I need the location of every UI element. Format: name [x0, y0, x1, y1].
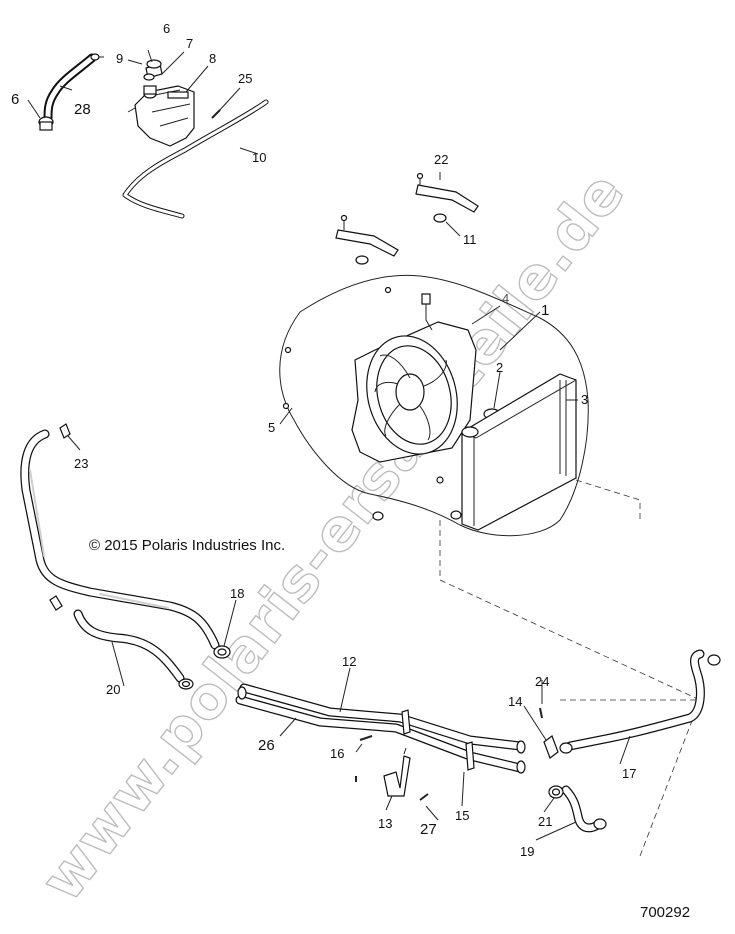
- callout-16: 16: [330, 746, 344, 761]
- callout-11: 11: [463, 232, 477, 247]
- callout-24: 24: [535, 674, 549, 689]
- cooling-fan: [351, 293, 501, 463]
- callout-14: 14: [508, 694, 522, 709]
- callout-12: 12: [342, 654, 356, 669]
- callout-22: 22: [434, 152, 448, 167]
- overflow-tube: [122, 99, 269, 219]
- hose-20: [49, 595, 185, 683]
- callout-13: 13: [378, 816, 392, 831]
- drawing-number: 700292: [640, 904, 690, 921]
- callout-8: 8: [209, 51, 216, 66]
- pipe-clamp-15: [401, 709, 475, 771]
- coolant-reservoir: [127, 59, 195, 147]
- fitting-23: [59, 423, 71, 439]
- fan-shroud-outline: [279, 274, 589, 537]
- mounting-bracket-lower: [335, 214, 399, 265]
- hose-clamp-21: [548, 785, 564, 799]
- callout-19: 19: [520, 844, 534, 859]
- callout-18: 18: [230, 586, 244, 601]
- mounting-bracket-upper: [415, 172, 479, 223]
- screw-16: [359, 735, 373, 741]
- callout-6a: 6: [11, 91, 19, 108]
- hose-19: [561, 785, 607, 833]
- callout-17: 17: [622, 766, 636, 781]
- callout-6b: 6: [163, 21, 170, 36]
- screw-27: [355, 776, 429, 801]
- callout-25: 25: [238, 71, 252, 86]
- callout-labels: 6 6 7 8 9 25 28 10 22 11 4 1 2 3 5 23 18…: [11, 21, 636, 859]
- screw-24: [539, 707, 543, 719]
- callout-3: 3: [581, 392, 588, 407]
- guide-lines: [439, 479, 701, 857]
- callout-20: 20: [106, 682, 120, 697]
- callout-1: 1: [541, 302, 549, 319]
- radiator: [450, 373, 577, 531]
- leader-lines: [27, 49, 631, 841]
- callout-23: 23: [74, 456, 88, 471]
- callout-9: 9: [116, 51, 123, 66]
- callout-10: 10: [252, 150, 266, 165]
- callout-28: 28: [74, 101, 91, 118]
- callout-27: 27: [420, 821, 437, 838]
- pipe-bracket-13: [383, 747, 411, 797]
- callout-21: 21: [538, 814, 552, 829]
- callout-7: 7: [186, 36, 193, 51]
- coolant-pipes: [235, 683, 526, 774]
- copyright-text: © 2015 Polaris Industries Inc.: [89, 537, 285, 554]
- callout-4: 4: [502, 291, 509, 306]
- hose-clamp-18: [178, 645, 231, 690]
- hose-upper-left: [20, 429, 220, 650]
- callout-15: 15: [455, 808, 469, 823]
- callout-26: 26: [258, 737, 275, 754]
- hose-17: [543, 649, 721, 759]
- callout-2: 2: [496, 360, 503, 375]
- callout-5: 5: [268, 420, 275, 435]
- overflow-hose: [38, 53, 100, 131]
